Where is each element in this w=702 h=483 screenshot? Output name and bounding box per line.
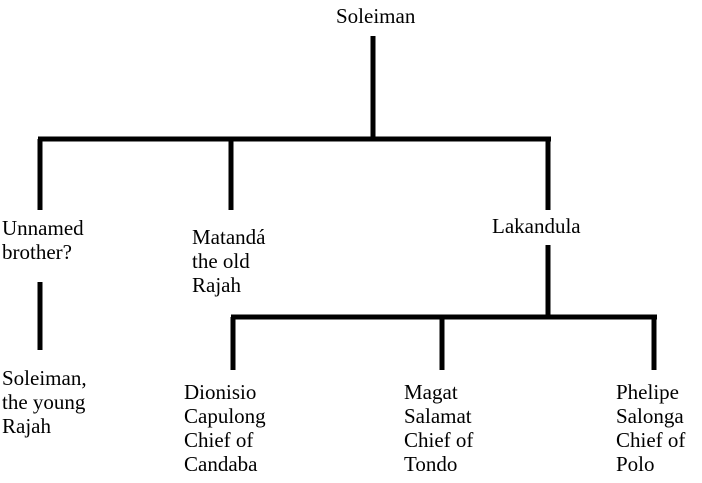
node-label-line: Rajah — [192, 273, 241, 297]
node-label-line: Capulong — [184, 404, 266, 428]
node-label-line: Unnamed — [2, 216, 84, 240]
node-label-line: Magat — [404, 380, 458, 404]
node-unnamed-brother: Unnamed brother? — [2, 216, 84, 264]
node-label-line: the old — [192, 249, 250, 273]
node-label-line: Phelipe — [616, 380, 679, 404]
node-label-line: Soleiman, — [2, 366, 87, 390]
node-label-line: Dionisio — [184, 380, 257, 404]
node-label-line: Chief of — [184, 428, 254, 452]
node-matanda: Matandá the old Rajah — [192, 225, 265, 297]
node-label-line: Salonga — [616, 404, 684, 428]
node-label-line: Tondo — [404, 452, 458, 476]
node-label-line: brother? — [2, 240, 72, 264]
node-label-line: Polo — [616, 452, 655, 476]
node-soleiman-young: Soleiman, the young Rajah — [2, 366, 87, 438]
node-label-line: Rajah — [2, 414, 51, 438]
node-label-line: the young — [2, 390, 86, 414]
node-phelipe-salonga: Phelipe Salonga Chief of Polo — [616, 380, 685, 476]
node-lakandula: Lakandula — [492, 214, 581, 238]
node-magat-salamat: Magat Salamat Chief of Tondo — [404, 380, 473, 476]
node-label-line: Salamat — [404, 404, 472, 428]
node-label: Soleiman — [336, 4, 416, 28]
node-dionisio-capulong: Dionisio Capulong Chief of Candaba — [184, 380, 266, 476]
node-label-line: Chief of — [616, 428, 686, 452]
node-soleiman: Soleiman — [336, 4, 415, 28]
node-label-line: Lakandula — [492, 214, 581, 238]
node-label-line: Candaba — [184, 452, 258, 476]
node-label-line: Chief of — [404, 428, 474, 452]
node-label-line: Matandá — [192, 225, 266, 249]
